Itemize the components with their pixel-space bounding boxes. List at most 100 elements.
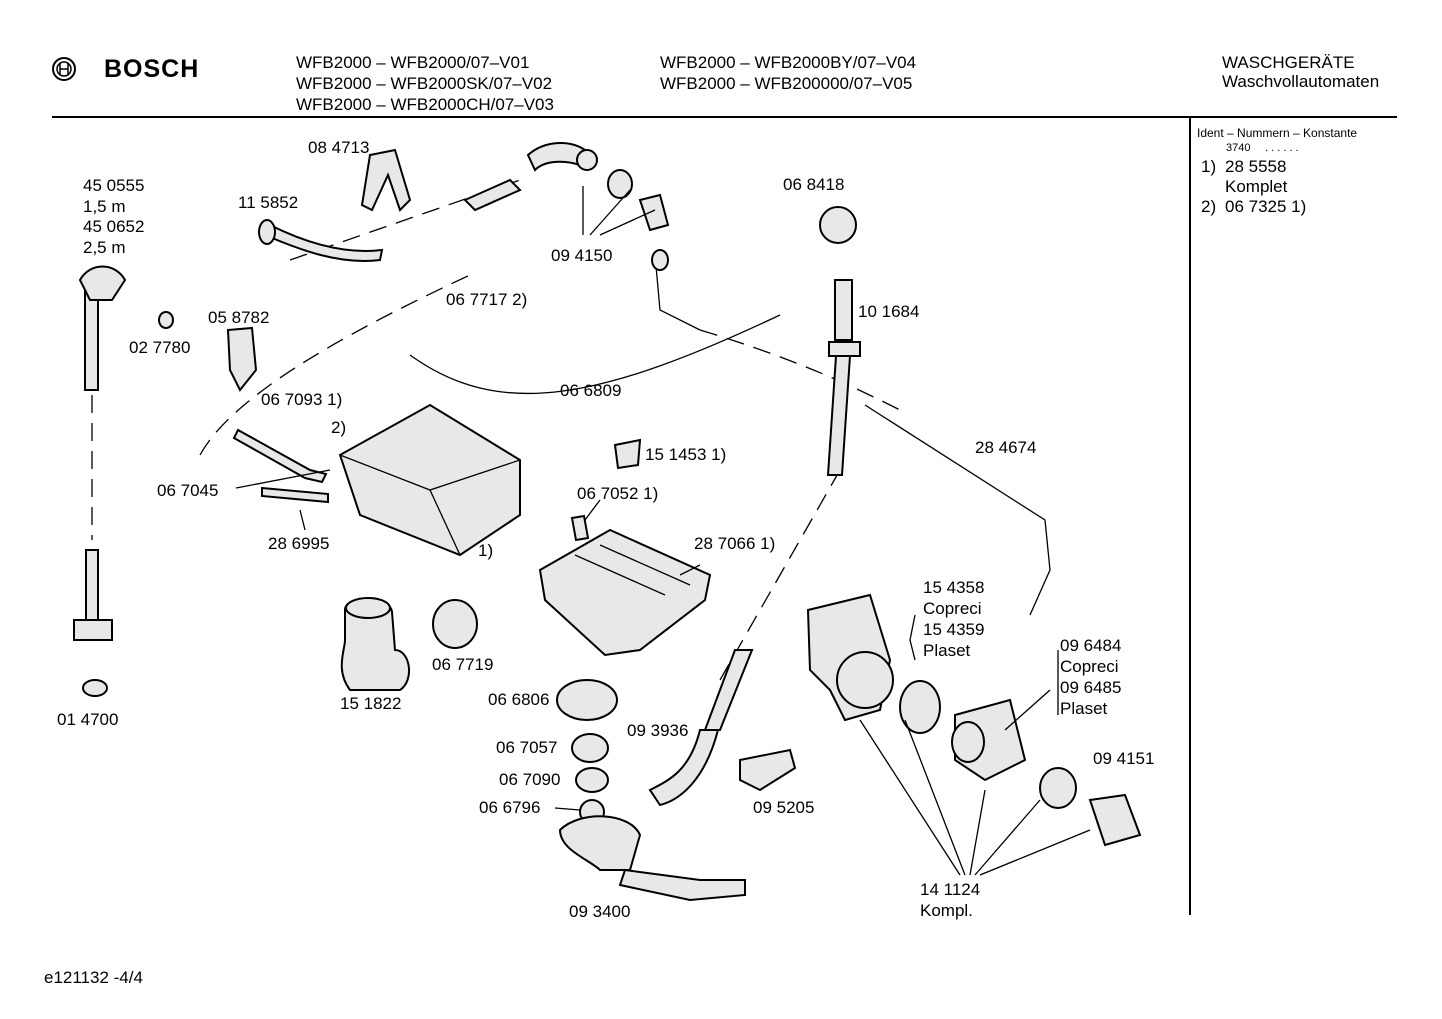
seal-part	[575, 767, 609, 793]
brand-name: BOSCH	[104, 55, 200, 83]
valve-part	[638, 193, 670, 232]
bosch-logo-icon	[50, 55, 78, 83]
part-label: 15 4358	[923, 578, 985, 597]
part-label: 09 4151	[1093, 749, 1155, 768]
hose-nut-part	[73, 619, 113, 641]
leader-line	[235, 469, 331, 531]
bracket-part	[360, 148, 412, 212]
part-label: 06 6806	[488, 690, 550, 709]
model-line: WFB2000 – WFB2000CH/07–V03	[296, 95, 554, 114]
pump-flange-part	[836, 651, 894, 709]
part-label: 06 7090	[499, 770, 561, 789]
drain-hose-part	[85, 549, 99, 621]
sump-hose-part	[618, 868, 746, 902]
part-label: 01 4700	[57, 710, 119, 729]
leader-line	[909, 614, 1059, 715]
category-title: WASCHGERÄTE	[1222, 53, 1355, 72]
part-label: 14 1124	[920, 880, 981, 899]
assembly-line	[719, 469, 841, 681]
part-label: 09 5205	[753, 798, 815, 817]
part-label: 1,5 m	[83, 197, 126, 216]
part-label: 06 7057	[496, 738, 558, 757]
note-value: 06 7325 1)	[1225, 197, 1307, 216]
pressure-hose-part	[864, 404, 1051, 616]
part-label: 09 6485	[1060, 678, 1122, 697]
seal-ring-part	[607, 169, 633, 199]
hose-end-part	[258, 219, 276, 245]
tube-clip-part	[828, 341, 861, 357]
part-label: Kompl.	[920, 901, 973, 920]
seal-ring-part	[1039, 767, 1077, 809]
dispenser-housing-part	[338, 403, 521, 557]
pump-housing-opening	[951, 721, 985, 763]
leader-line	[859, 719, 1091, 876]
leader-line	[554, 807, 581, 811]
sump-part	[558, 815, 642, 871]
sensor-part	[739, 748, 797, 792]
constant-dots: . . . . . .	[1265, 142, 1299, 154]
part-label: 15 4359	[923, 620, 985, 639]
part-label: 28 6995	[268, 534, 330, 553]
assembly-line	[699, 329, 901, 411]
part-label: 15 1453 1)	[645, 445, 727, 464]
drawer-divider	[574, 544, 691, 596]
pressure-tube-part	[834, 279, 853, 341]
part-label: 02 7780	[129, 338, 191, 357]
part-label: 2,5 m	[83, 238, 126, 257]
cable-part	[409, 314, 781, 395]
elbow-part	[526, 142, 587, 172]
model-line: WFB2000 – WFB2000/07–V01	[296, 53, 530, 72]
assembly-line	[199, 274, 471, 456]
ring-part	[556, 679, 618, 721]
category-subtitle: Waschvollautomaten	[1222, 72, 1380, 91]
part-label: Copreci	[923, 599, 982, 618]
part-label: 05 8782	[208, 308, 270, 327]
tube-end-part	[651, 249, 669, 271]
header-divider	[52, 116, 1397, 118]
note-value: 28 5558	[1225, 157, 1287, 176]
leader-line	[584, 499, 701, 576]
small-washer-part	[158, 311, 174, 329]
side-panel-divider	[1189, 118, 1191, 915]
elbow-end-part	[576, 149, 598, 171]
pressure-switch-part	[819, 206, 857, 244]
bellows-rim-part	[345, 597, 391, 619]
pump-seal-part	[899, 680, 941, 734]
clip-part	[613, 438, 642, 470]
part-label: 06 6796	[479, 798, 541, 817]
hose-part	[648, 729, 720, 807]
aquastop-head-part	[78, 265, 127, 301]
solenoid-valve-part	[226, 326, 258, 392]
grommet-part	[432, 599, 478, 649]
part-label: Plaset	[1060, 699, 1108, 718]
pressure-tube-part	[826, 355, 852, 476]
seal-part	[571, 733, 609, 763]
note-key: 2)	[1201, 197, 1217, 216]
part-label: 06 8418	[783, 175, 845, 194]
part-label: 06 7052 1)	[577, 484, 659, 503]
part-label: 09 4150	[551, 246, 613, 265]
part-label: 09 3400	[569, 902, 631, 921]
model-line: WFB2000 – WFB2000SK/07–V02	[296, 74, 553, 93]
note-value: Komplet	[1225, 177, 1288, 196]
constant-value: 3740	[1226, 142, 1251, 154]
part-label: 08 4713	[308, 138, 370, 157]
part-label: 11 5852	[238, 193, 299, 212]
part-label: 45 0555	[83, 176, 145, 195]
tube-part	[261, 486, 329, 504]
part-label: 06 7717 2)	[446, 290, 528, 309]
tube-part	[232, 428, 328, 484]
dispenser-edge	[339, 454, 521, 556]
siphon-part	[570, 514, 590, 542]
part-label: 10 1684	[858, 302, 920, 321]
aquastop-hose-part	[84, 289, 99, 391]
dispenser-drawer-part	[538, 528, 712, 657]
part-label: 06 7719	[432, 655, 494, 674]
side-panel-title: Ident – Nummern – Konstante	[1197, 126, 1358, 140]
connector-part	[463, 178, 522, 212]
hose-part	[703, 649, 754, 731]
part-label: Plaset	[923, 641, 971, 660]
part-label: 28 4674	[975, 438, 1037, 457]
part-label: 28 7066 1)	[694, 534, 776, 553]
